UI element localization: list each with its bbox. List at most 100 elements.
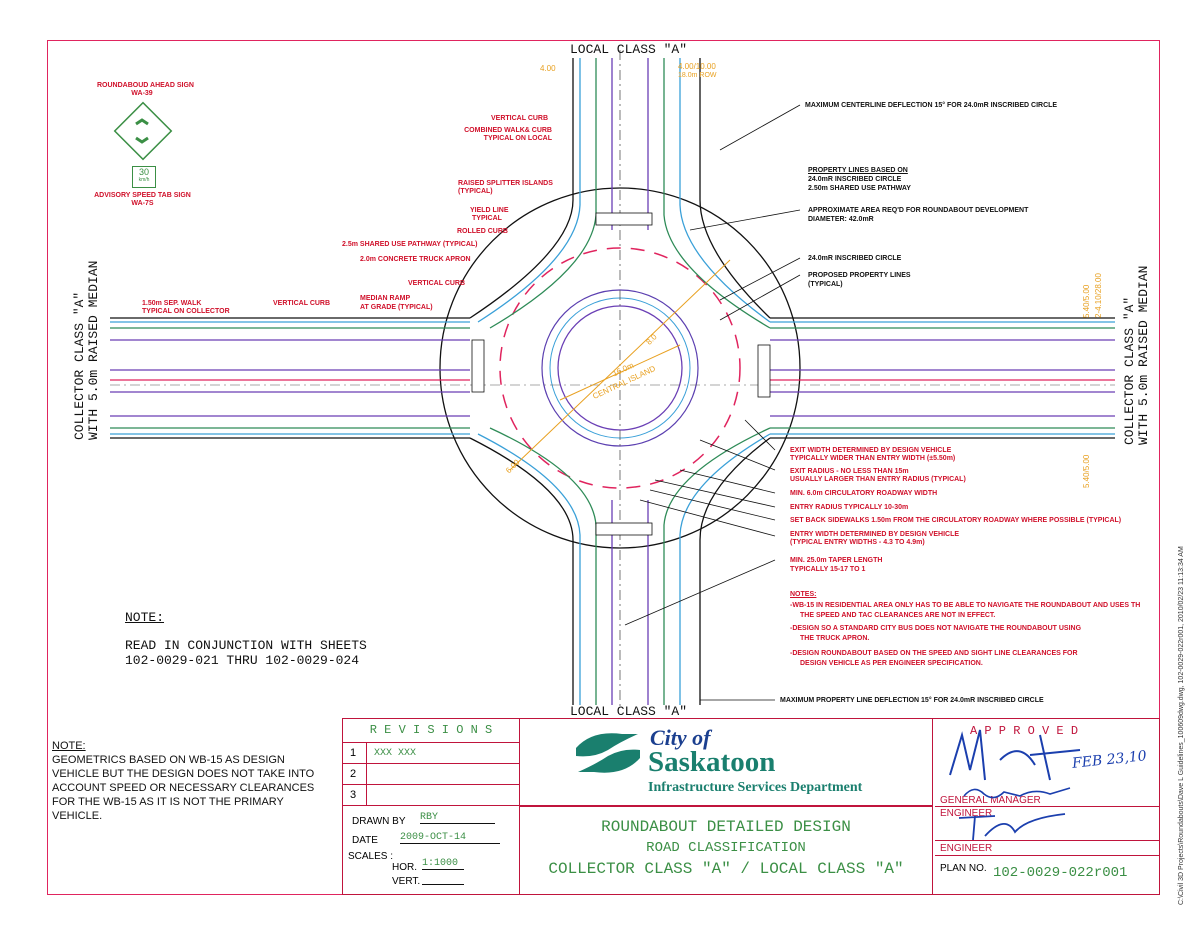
callout-yield-1: YIELD LINE (470, 207, 509, 214)
speed-tab-icon: 30 km/h (132, 166, 156, 188)
approved-label: A P P R O V E D (970, 724, 1079, 738)
signature-engineer-1 (963, 787, 1071, 799)
engineer-1-label: ENGINEER (940, 808, 993, 819)
callout-median-ramp-2: AT GRADE (TYPICAL) (360, 304, 433, 311)
callout-taper-1: MIN. 25.0m TAPER LENGTH (790, 557, 883, 564)
vert-label: VERT. (392, 876, 421, 887)
callout-median-ramp-1: MEDIAN RAMP (360, 295, 411, 302)
collector-left-label-2: WITH 5.0m RAISED MEDIAN (86, 260, 101, 440)
callout-prop-based-3: 2.50m SHARED USE PATHWAY (808, 185, 911, 192)
callout-exit-radius-2: USUALLY LARGER THAN ENTRY RADIUS (TYPICA… (790, 476, 966, 483)
scales-label: SCALES : (348, 851, 394, 862)
callout-combined-walk-2: TYPICAL ON LOCAL (483, 135, 552, 142)
callout-yield-2: TYPICAL (472, 215, 502, 222)
note-2b: THE TRUCK APRON. (800, 635, 870, 642)
callout-exit-radius-1: EXIT RADIUS - NO LESS THAN 15m (790, 468, 909, 475)
callout-prop-based-1: PROPERTY LINES BASED ON (808, 167, 908, 174)
callout-proposed-2: (TYPICAL) (808, 281, 843, 288)
collector-west (110, 317, 470, 439)
note-left-line3: ACCOUNT SPEED OR NECESSARY CLEARANCES (52, 782, 315, 794)
note-left-line4: FOR THE WB-15 AS IT IS NOT THE PRIMARY (52, 796, 284, 808)
speed-sign-title: ADVISORY SPEED TAB SIGN (94, 192, 191, 199)
callout-exit-width-1: EXIT WIDTH DETERMINED BY DESIGN VEHICLE (790, 447, 952, 454)
callout-max-prop: MAXIMUM PROPERTY LINE DEFLECTION 15° FOR… (780, 697, 1044, 704)
callout-entry-width-2: (TYPICAL ENTRY WIDTHS - 4.3 TO 4.9m) (790, 539, 925, 546)
collector-left-label-1: COLLECTOR CLASS "A" (72, 291, 87, 440)
ahead-sign-code: WA-39 (131, 90, 153, 97)
signature-engineer-2 (958, 813, 1066, 841)
note-center-line2: 102-0029-021 THRU 102-0029-024 (125, 653, 360, 668)
collector-right-label-2: WITH 5.0m RAISED MEDIAN (1136, 265, 1151, 445)
roundabout-ahead-sign-icon (113, 101, 173, 161)
dim-top-left: 4.00 (540, 64, 556, 73)
callout-splitter-1: RAISED SPLITTER ISLANDS (458, 180, 553, 187)
dim-right-top-1: 5.40/5.00 (1082, 284, 1091, 318)
callout-sep-walk-2: TYPICAL ON COLLECTOR (142, 308, 230, 315)
title-line3: COLLECTOR CLASS "A" / LOCAL CLASS "A" (548, 860, 904, 878)
callout-pathway: 2.5m SHARED USE PATHWAY (TYPICAL) (342, 241, 478, 248)
hor-value: 1:1000 (422, 858, 464, 870)
plan-no-value: 102-0029-022r001 (993, 865, 1128, 881)
callout-sep-walk-1: 1.50m SEP. WALK (142, 300, 202, 307)
rev-2-num: 2 (350, 768, 357, 780)
rev-3-num: 3 (350, 789, 357, 801)
callout-entry-radius: ENTRY RADIUS TYPICALLY 10-30m (790, 504, 909, 511)
logo-dept: Infrastructure Services Department (648, 780, 863, 795)
callout-approx-2: DIAMETER: 42.0mR (808, 216, 874, 223)
date-label: DATE (352, 835, 378, 846)
callout-min-circ: MIN. 6.0m CIRCULATORY ROADWAY WIDTH (790, 490, 938, 497)
note-3a: -DESIGN ROUNDABOUT BASED ON THE SPEED AN… (790, 650, 1078, 657)
date-value: 2009-OCT-14 (400, 832, 500, 844)
local-bottom-label: LOCAL CLASS "A" (570, 704, 688, 719)
callout-exit-width-2: TYPICALLY WIDER THAN ENTRY WIDTH (±5.50m… (790, 455, 956, 462)
speed-sign-code: WA-7S (131, 200, 154, 207)
callout-vertical-curb-mid: VERTICAL CURB (408, 280, 466, 287)
file-path: C:\Civil 3D Projects\Roundabouts\Dave L … (1178, 546, 1185, 905)
note-center-line1: READ IN CONJUNCTION WITH SHEETS (125, 638, 367, 653)
note-left-line5: VEHICLE. (52, 810, 103, 822)
dim-top-right: 4.00/10.00 (678, 62, 716, 71)
collector-east (770, 317, 1115, 439)
rev-1-num: 1 (350, 747, 357, 759)
note-1a: -WB-15 IN RESIDENTIAL AREA ONLY HAS TO B… (790, 602, 1141, 609)
callout-entry-width-1: ENTRY WIDTH DETERMINED BY DESIGN VEHICLE (790, 531, 960, 538)
inscribed-circle (499, 247, 741, 489)
collector-right-label-1: COLLECTOR CLASS "A" (1122, 296, 1137, 445)
rev-1-text: XXX XXX (374, 748, 417, 759)
plan-no-label: PLAN NO. (940, 863, 987, 874)
callout-vertical-curb-top: VERTICAL CURB (491, 115, 549, 122)
callout-set-back: SET BACK SIDEWALKS 1.50m FROM THE CIRCUL… (790, 517, 1122, 524)
callout-splitter-2: (TYPICAL) (458, 188, 493, 195)
development-circle (439, 187, 801, 549)
callout-approx-1: APPROXIMATE AREA REQ'D FOR ROUNDABOUT DE… (808, 207, 1029, 214)
callout-apron: 2.0m CONCRETE TRUCK APRON (360, 256, 471, 263)
drawn-by-label: DRAWN BY (352, 816, 406, 827)
dim-right-bottom: 5.40/5.00 (1082, 454, 1091, 488)
title-line2: ROAD CLASSIFICATION (646, 840, 806, 856)
callout-rolled: ROLLED CURB (457, 228, 508, 235)
local-top-label: LOCAL CLASS "A" (570, 42, 688, 57)
note-center-title: NOTE: (125, 610, 165, 625)
callout-taper-2: TYPICALLY 15-17 TO 1 (790, 566, 866, 573)
signature-gm (949, 729, 1081, 781)
logo-city-of: City of (650, 725, 711, 750)
dim-right-top-2: 2-4.10/28.00 (1094, 273, 1103, 318)
saskatoon-logo-icon (576, 733, 640, 773)
title-line1: ROUNDABOUT DETAILED DESIGN (601, 818, 851, 836)
crosswalks (471, 212, 771, 536)
note-left-line1: GEOMETRICS BASED ON WB-15 AS DESIGN (52, 754, 285, 766)
hor-label: HOR. (392, 862, 417, 873)
drawn-box (342, 805, 520, 895)
callout-combined-walk-1: COMBINED WALK& CURB (464, 127, 552, 134)
callout-prop-based-2: 24.0mR INSCRIBED CIRCLE (808, 176, 902, 183)
notes-title: NOTES: (790, 591, 817, 598)
logo-saskatoon: Saskatoon (648, 746, 776, 778)
dim-row: 18.0m ROW (678, 72, 717, 79)
callout-vertical-curb-left: VERTICAL CURB (273, 300, 331, 307)
note-left-line2: VEHICLE BUT THE DESIGN DOES NOT TAKE INT… (52, 768, 315, 780)
note-1b: THE SPEED AND TAC CLEARANCES ARE NOT IN … (800, 612, 996, 619)
callout-inscribed: 24.0mR INSCRIBED CIRCLE (808, 255, 902, 262)
drawn-by-value: RBY (420, 812, 495, 824)
note-left-title: NOTE: (52, 740, 86, 752)
